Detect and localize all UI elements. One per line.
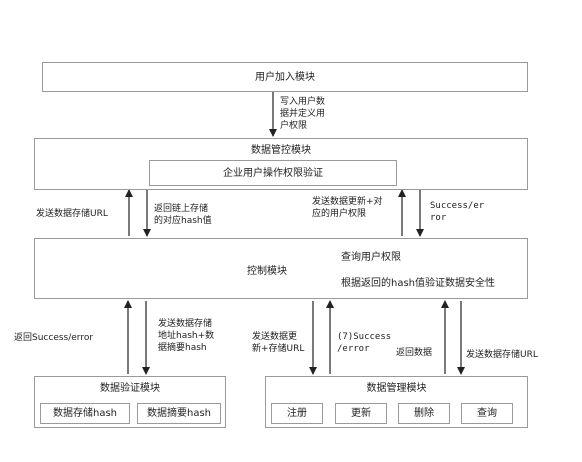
edge-success7-1: (7)Success [337, 332, 392, 342]
query-box: 查询 [461, 403, 513, 424]
update-box: 更新 [335, 403, 387, 424]
edge-send-update-url-2: 新+存储URL [252, 344, 305, 354]
edge-send-addr-hash-2: 地址hash+数 [158, 331, 215, 341]
edge-success-error-right-2: ror [430, 213, 447, 223]
data-digest-hash-box: 数据摘要hash [137, 403, 221, 424]
edge-write-user-2: 据并定义用 [280, 109, 326, 119]
data-verify-label: 数据验证模块 [100, 383, 160, 394]
register-box: 注册 [271, 403, 323, 424]
delete-box: 删除 [398, 403, 450, 424]
edge-return-chain-1: 返回链上存储 [154, 204, 209, 214]
enterprise-auth-box: 企业用户操作权限验证 [149, 160, 397, 186]
control-module: 控制模块 查询用户权限 根据返回的hash值验证数据安全性 [34, 238, 528, 299]
update-label: 更新 [351, 408, 371, 419]
edge-return-success-error: 返回Success/error [14, 333, 94, 343]
data-digest-hash-label: 数据摘要hash [146, 408, 211, 419]
register-label: 注册 [287, 408, 307, 419]
edge-send-url-right: 发送数据存储URL [466, 350, 538, 360]
query-label: 查询 [477, 408, 497, 419]
edge-return-chain-2: 的对应hash值 [154, 216, 212, 226]
edge-return-data: 返回数据 [396, 348, 433, 358]
delete-label: 删除 [414, 408, 434, 419]
query-permission-label: 查询用户权限 [341, 252, 401, 263]
data-control-label: 数据管控模块 [251, 145, 311, 156]
data-store-hash-label: 数据存储hash [52, 408, 117, 419]
edge-write-user-1: 写入用户数 [280, 97, 326, 107]
data-store-hash-box: 数据存储hash [40, 403, 130, 424]
edge-send-update-1: 发送数据更新+对 [312, 197, 383, 207]
edge-send-update-2: 应的用户权限 [312, 209, 367, 219]
user-join-module: 用户加入模块 [42, 62, 528, 92]
edge-send-url-left: 发送数据存储URL [36, 209, 108, 219]
user-join-label: 用户加入模块 [255, 71, 315, 83]
control-label: 控制模块 [247, 266, 287, 277]
edge-send-update-url-1: 发送数据更 [252, 332, 298, 342]
edge-success-error-right-1: Success/er [430, 201, 485, 211]
edge-success7-2: /error [337, 344, 370, 354]
edge-send-addr-hash-1: 发送数据存储 [158, 319, 213, 329]
edge-send-addr-hash-3: 据摘要hash [158, 343, 207, 353]
data-manage-label: 数据管理模块 [366, 383, 427, 394]
verify-hash-label: 根据返回的hash值验证数据安全性 [341, 278, 496, 289]
enterprise-auth-label: 企业用户操作权限验证 [223, 167, 323, 179]
edge-write-user-3: 户权限 [280, 121, 308, 131]
